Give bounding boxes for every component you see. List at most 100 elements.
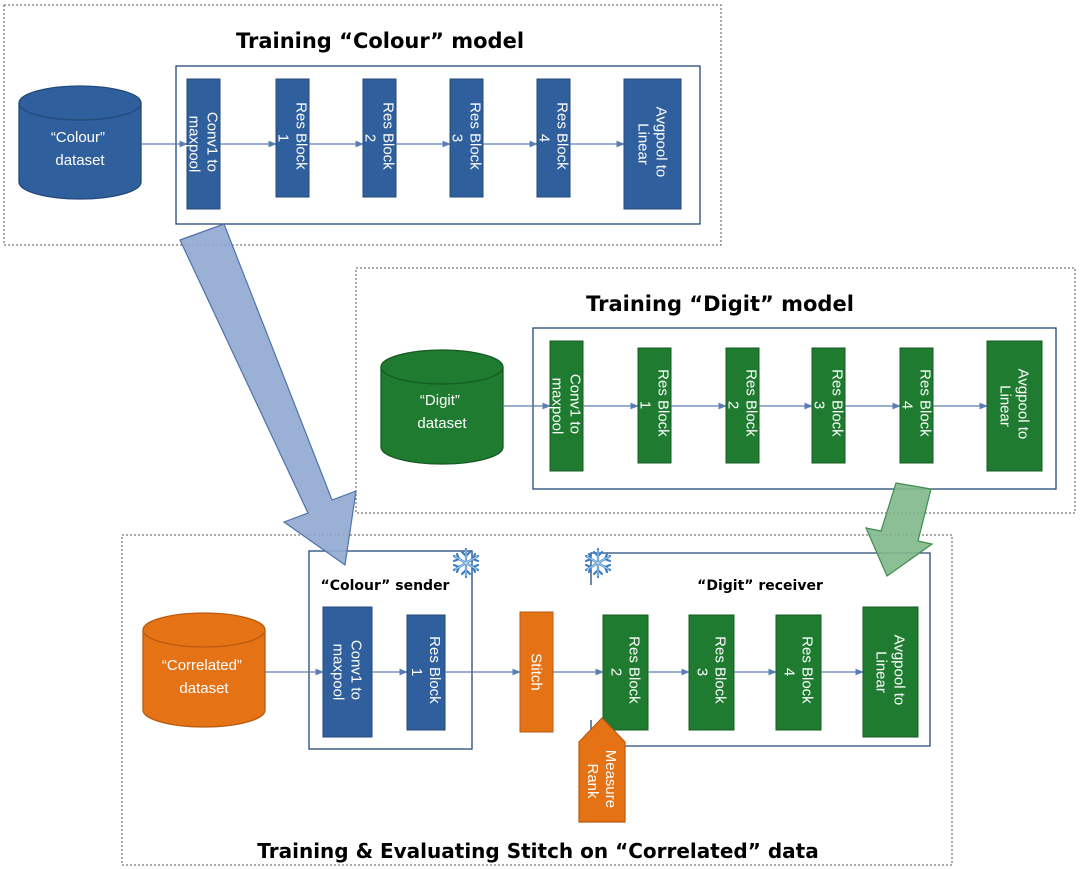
colour-block-avgpool — [623, 78, 682, 210]
colour-block-conv1-line2: maxpool — [186, 116, 203, 173]
svg-text:Avgpool to Linear: Avgpool to Linear — [873, 635, 908, 710]
receiver-block-res3-line1: Res Block — [712, 636, 729, 704]
digit-blocks: Conv1 to maxpool Res Block 1 Res Block 2… — [549, 340, 1043, 472]
colour-block-res4-line2: 4 — [536, 134, 553, 142]
colour-panel-frame — [3, 4, 722, 246]
sender-block-res1 — [406, 614, 446, 731]
colour-block-conv1-line1: Conv1 to — [204, 112, 221, 172]
measure-rank-line1: Measure — [602, 750, 619, 808]
svg-text:Avgpool to Linear: Avgpool to Linear — [635, 107, 670, 182]
transfer-arrow-colour — [179, 223, 357, 567]
digit-block-conv1-line1: Conv1 to — [567, 374, 584, 434]
colour-dataset-label-2: dataset — [55, 152, 105, 169]
digit-block-res3-line1: Res Block — [829, 369, 846, 437]
svg-text:Res Block 1: Res Block 1 — [408, 636, 443, 708]
digit-block-res4-line2: 4 — [899, 401, 916, 409]
digit-block-avgpool — [986, 340, 1043, 472]
svg-text:Res Block 4: Res Block 4 — [536, 102, 571, 174]
digit-block-res2-line1: Res Block — [743, 369, 760, 437]
colour-block-res1-line1: Res Block — [293, 102, 310, 170]
svg-text:Res Block 3: Res Block 3 — [449, 102, 484, 174]
svg-text:Res Block 2: Res Block 2 — [362, 102, 397, 174]
receiver-block-avgpool-line2: Linear — [873, 651, 890, 693]
digit-block-res4-line1: Res Block — [917, 369, 934, 437]
receiver-block-res4-line2: 4 — [781, 668, 798, 676]
digit-block-res1 — [637, 347, 672, 464]
svg-text:“Colour” dataset: “Colour” dataset — [51, 129, 109, 169]
svg-text:Res Block 4: Res Block 4 — [781, 636, 816, 708]
svg-text:Conv1 to maxpool: Conv1 to maxpool — [549, 374, 584, 438]
digit-block-avgpool-line1: Avgpool to — [1015, 369, 1032, 440]
colour-block-res1 — [275, 78, 310, 198]
colour-block-res1-line2: 1 — [275, 134, 292, 142]
transfer-arrow-digit — [864, 482, 934, 577]
receiver-block-res4-line1: Res Block — [799, 636, 816, 704]
svg-text:Res Block 2: Res Block 2 — [608, 636, 643, 708]
digit-model-frame — [532, 327, 1057, 490]
measure-rank-callout: Measure Rank — [578, 717, 626, 823]
receiver-block-res2-line1: Res Block — [626, 636, 643, 704]
svg-text:Res Block 3: Res Block 3 — [811, 369, 846, 441]
colour-block-conv1 — [186, 78, 221, 210]
colour-model-frame — [175, 65, 701, 225]
receiver-block-avgpool-line1: Avgpool to — [891, 635, 908, 706]
stitch-layer: Stitch — [519, 611, 604, 733]
receiver-blocks: Res Block 2 Res Block 3 Res Block 4 Avgp… — [602, 606, 919, 738]
svg-text:Res Block 2: Res Block 2 — [725, 369, 760, 441]
measure-rank-line2: Rank — [584, 763, 601, 799]
svg-text:“Correlated” dataset: “Correlated” dataset — [162, 657, 246, 697]
snowflake-icon — [584, 547, 612, 579]
colour-block-res2 — [362, 78, 397, 198]
sender-label: “Colour” sender — [321, 578, 450, 594]
receiver-block-res4 — [775, 614, 822, 731]
svg-text:“Digit” dataset: “Digit” dataset — [417, 392, 467, 432]
receiver-block-res3-line2: 3 — [694, 668, 711, 676]
receiver-block-avgpool — [862, 606, 919, 738]
colour-block-res3-line1: Res Block — [467, 102, 484, 170]
colour-dataset-cylinder: “Colour” dataset — [18, 85, 142, 200]
receiver-block-res2 — [602, 614, 649, 731]
colour-panel-title: Training “Colour” model — [236, 29, 524, 53]
correlated-dataset-label-2: dataset — [179, 680, 229, 697]
digit-dataset-cylinder: “Digit” dataset — [380, 349, 504, 465]
svg-text:Res Block 3: Res Block 3 — [694, 636, 729, 708]
sender-block-res1-line1: Res Block — [426, 636, 443, 704]
digit-block-res3 — [811, 347, 846, 464]
svg-text:Measure Rank: Measure Rank — [584, 750, 619, 813]
stitch-label: Stitch — [528, 653, 545, 691]
colour-block-res2-line2: 2 — [362, 134, 379, 142]
sender-frame — [308, 550, 473, 750]
digit-block-avgpool-line2: Linear — [997, 385, 1014, 427]
digit-block-res2-line2: 2 — [725, 401, 742, 409]
colour-block-avgpool-line2: Linear — [635, 123, 652, 165]
stitch-panel-title: Training & Evaluating Stitch on “Correla… — [257, 839, 818, 863]
svg-text:Res Block 1: Res Block 1 — [275, 102, 310, 174]
sender-block-conv1-line1: Conv1 to — [348, 640, 365, 700]
sender-block-res1-line2: 1 — [408, 668, 425, 676]
digit-block-res4 — [899, 347, 934, 464]
sender-blocks: Conv1 to maxpool Res Block 1 — [322, 606, 521, 738]
colour-block-res3-line2: 3 — [449, 134, 466, 142]
colour-blocks: Conv1 to maxpool Res Block 1 Res Block 2… — [186, 78, 682, 210]
receiver-label: “Digit” receiver — [697, 578, 823, 594]
colour-block-res4-line1: Res Block — [554, 102, 571, 170]
colour-block-res4 — [536, 78, 571, 198]
receiver-block-res3 — [688, 614, 735, 731]
svg-text:Res Block 1: Res Block 1 — [637, 369, 672, 441]
colour-block-avgpool-line1: Avgpool to — [653, 107, 670, 178]
sender-block-conv1 — [322, 606, 373, 738]
sender-block-conv1-line2: maxpool — [330, 644, 347, 701]
svg-text:Conv1 to maxpool: Conv1 to maxpool — [186, 112, 221, 176]
svg-text:Avgpool to Linear: Avgpool to Linear — [997, 369, 1032, 444]
correlated-dataset-cylinder: “Correlated” dataset — [142, 612, 266, 728]
digit-dataset-label-1: “Digit” — [420, 392, 460, 409]
digit-panel-title: Training “Digit” model — [586, 292, 854, 316]
svg-text:Res Block 4: Res Block 4 — [899, 369, 934, 441]
colour-block-res3 — [449, 78, 484, 198]
correlated-dataset-label-1: “Correlated” — [162, 657, 242, 674]
digit-block-conv1-line2: maxpool — [549, 378, 566, 435]
snowflake-icon — [452, 547, 480, 579]
digit-block-conv1 — [549, 340, 584, 472]
colour-block-res2-line1: Res Block — [380, 102, 397, 170]
